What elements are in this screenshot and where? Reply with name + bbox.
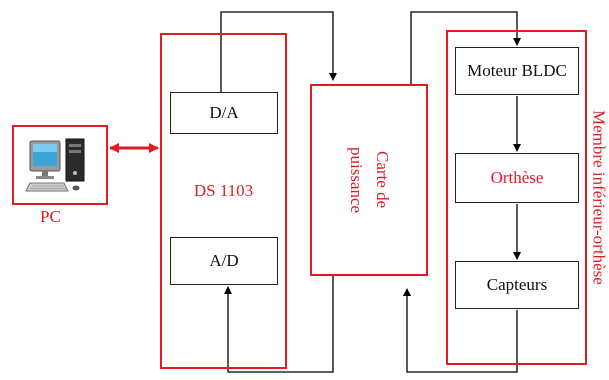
- ds1103-box: DS 1103: [160, 33, 287, 369]
- power-card-label-line2: puissance: [343, 147, 369, 213]
- pc-box: [12, 125, 108, 205]
- power-card-label-line1: Carte de: [369, 151, 395, 208]
- sensors-box: Capteurs: [455, 261, 579, 309]
- limb-orthosis-label: Membre inférieur-orthèse: [588, 30, 609, 365]
- da-converter-box: D/A: [170, 92, 278, 134]
- orthosis-box: Orthèse: [455, 153, 579, 203]
- ad-converter-box: A/D: [170, 237, 278, 285]
- motor-box: Moteur BLDC: [455, 47, 579, 95]
- pc-label: PC: [40, 207, 61, 227]
- ds1103-label: DS 1103: [162, 181, 285, 201]
- computer-icon: [14, 127, 106, 203]
